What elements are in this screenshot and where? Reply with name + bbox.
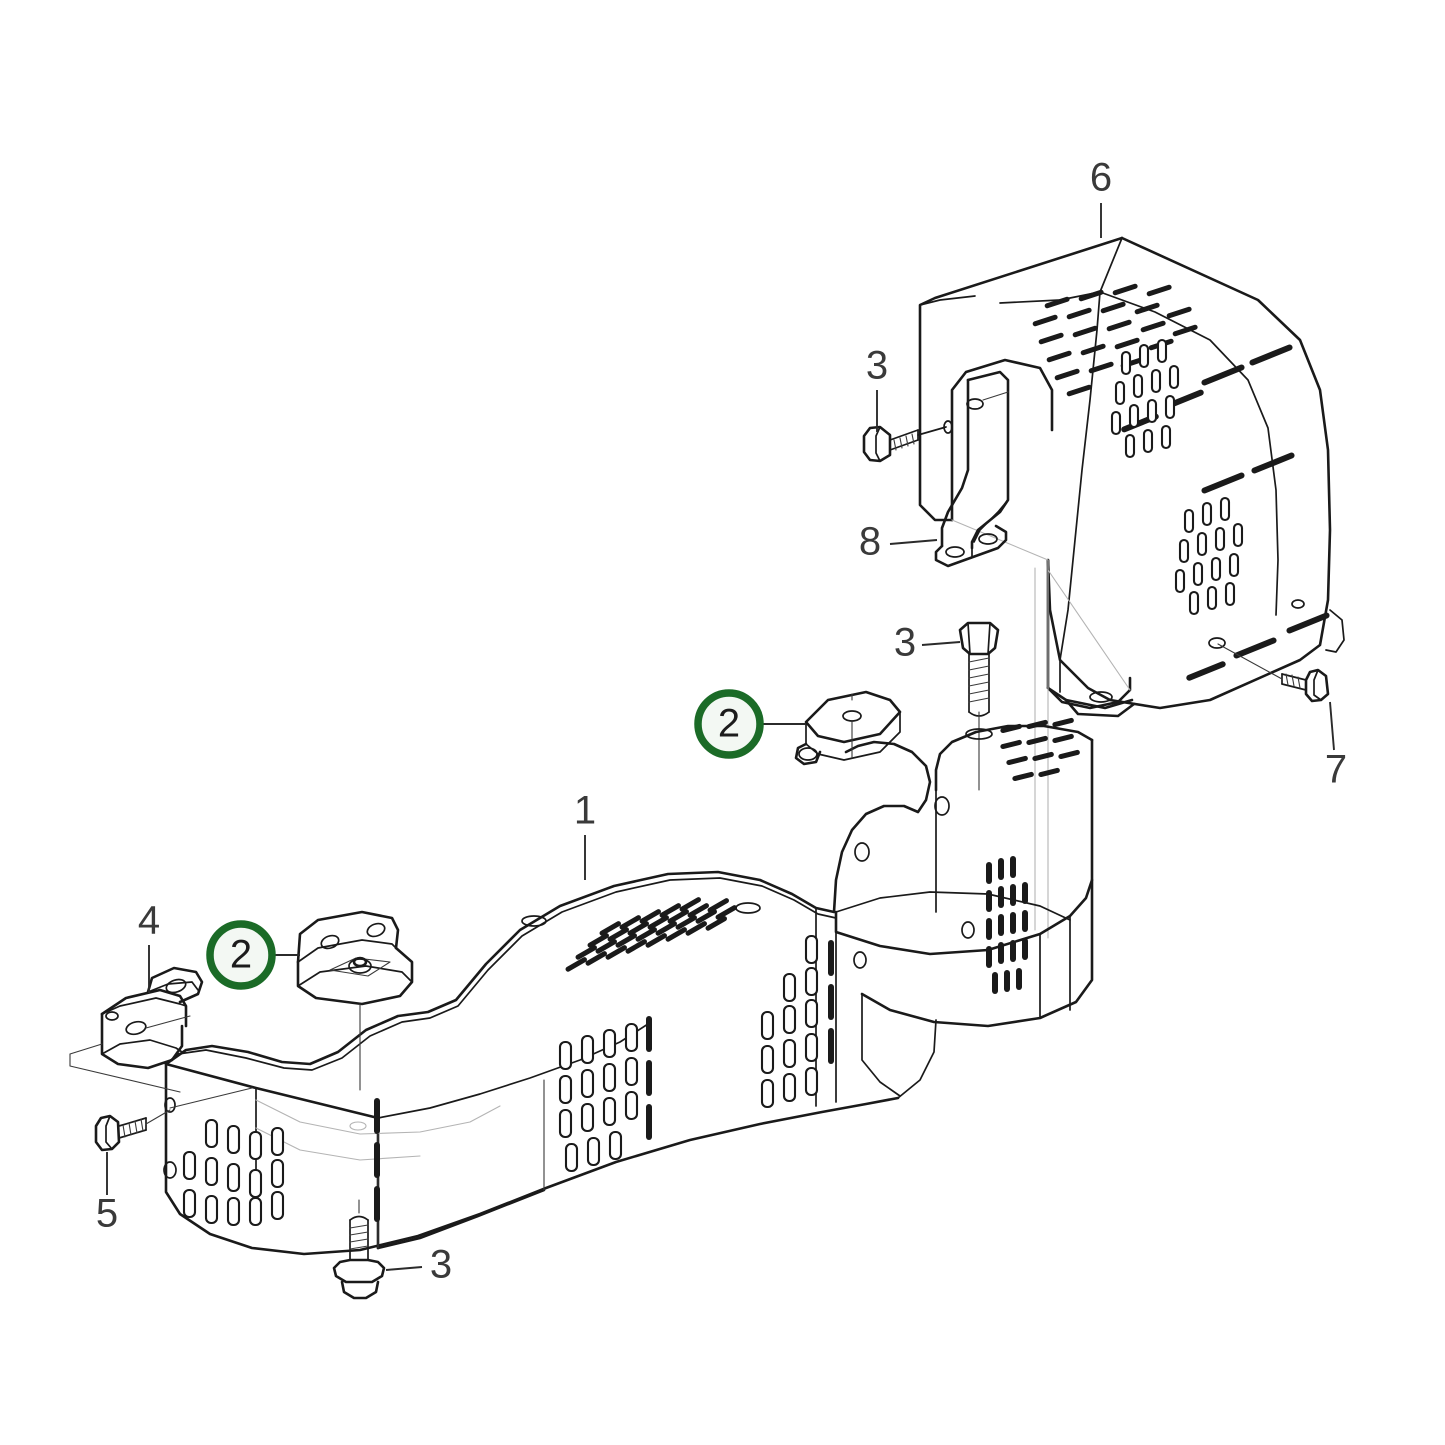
part-number-labels: 6 3 8 3 7 1 4 5 [96,156,1347,1287]
label-3-middle: 3 [894,621,961,665]
vent-slit-left-end-edge [374,1098,380,1222]
label-3-middle-text: 3 [894,621,916,665]
callout-2-upper[interactable]: 2 [694,689,806,759]
label-1-text: 1 [574,789,596,833]
callout-2-upper-ring[interactable] [694,689,764,759]
part-2-bracket-upper [794,690,902,766]
vent-slats-shoulder [1121,344,1330,681]
label-8: 8 [859,520,938,564]
vent-slit-front-right-edge [828,940,834,1064]
vent-slats-right-wall [986,856,1028,994]
part-4-u-channel-bracket [69,966,253,1109]
part-3-hex-flange-bolt-bottom [332,1199,386,1300]
label-3-bottom: 3 [385,1243,452,1287]
label-4-text: 4 [138,899,160,943]
label-3-middle-leader [921,641,961,646]
callout-2-lower[interactable]: 2 [206,920,300,990]
label-3-upper-text: 3 [866,344,888,388]
part-3-hex-bolt-horizontal [862,420,953,463]
label-5-text: 5 [96,1192,118,1236]
vent-slats-top-right [1000,717,1080,782]
part-2-bracket-lower [296,910,414,1091]
label-5: 5 [96,1152,118,1236]
vent-slit-front-left-edge [646,1016,652,1140]
vent-slots-lower [1174,496,1244,616]
label-3-bottom-text: 3 [430,1243,452,1287]
part-6-rear-heat-shield [918,236,1345,939]
vent-slots-left-end [182,1118,285,1227]
label-7-text: 7 [1325,748,1347,792]
callout-2-lower-ring[interactable] [206,920,276,990]
label-7-leader [1329,701,1335,751]
label-6-text: 6 [1090,156,1112,200]
vent-slats-top-center [565,897,737,972]
label-7: 7 [1325,701,1347,792]
vent-slots-front-right [760,934,819,1109]
vent-slots-midbody [1110,338,1180,459]
part-7-hex-bolt [1217,643,1330,703]
callout-2-lower-number: 2 [230,933,252,977]
part-5-hex-bolt [94,1109,171,1152]
label-1: 1 [574,789,596,880]
label-6: 6 [1090,156,1112,238]
part-1-main-heat-shield [163,717,1094,1256]
vent-slots-front-left [558,1022,639,1173]
part-8-support-bracket [934,370,1010,568]
label-8-text: 8 [859,520,881,564]
label-3-bottom-leader [385,1266,423,1271]
label-8-leader [889,539,938,545]
highlighted-callouts: 2 2 [206,689,806,990]
label-4: 4 [138,899,160,993]
callout-2-upper-number: 2 [718,702,740,746]
part-3-hex-flange-bolt-vertical [958,621,1000,791]
label-3-upper: 3 [866,344,888,432]
